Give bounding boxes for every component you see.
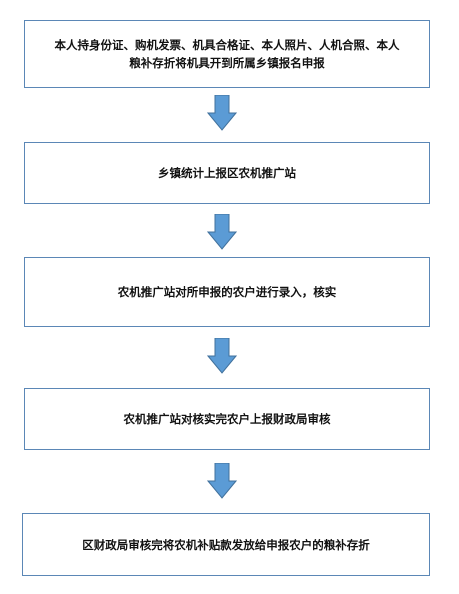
down-arrow-icon <box>207 95 237 131</box>
step-1-text: 本人持身份证、购机发票、机具合格证、本人照片、人机合照、本人 粮补存折将机具开到… <box>55 36 400 72</box>
step-3-text: 农机推广站对所申报的农户进行录入，核实 <box>117 285 337 299</box>
step-4-text: 农机推广站对核实完农户上报财政局审核 <box>123 412 331 426</box>
step-5-box: 区财政局审核完将农机补贴款发放给申报农户的粮补存折 <box>22 513 430 576</box>
step-5-text: 区财政局审核完将农机补贴款发放给申报农户的粮补存折 <box>82 537 370 552</box>
step-1-box: 本人持身份证、购机发票、机具合格证、本人照片、人机合照、本人 粮补存折将机具开到… <box>24 20 430 88</box>
step-1-line-1: 本人持身份证、购机发票、机具合格证、本人照片、人机合照、本人 <box>54 38 400 52</box>
step-2-box: 乡镇统计上报区农机推广站 <box>24 142 430 204</box>
step-4-box: 农机推广站对核实完农户上报财政局审核 <box>24 388 430 450</box>
step-2-text: 乡镇统计上报区农机推广站 <box>158 166 296 180</box>
step-1-line-2: 粮补存折将机具开到所属乡镇报名申报 <box>129 56 325 70</box>
down-arrow-icon <box>207 338 237 374</box>
down-arrow-icon <box>207 214 237 250</box>
down-arrow-icon <box>207 463 237 499</box>
step-3-box: 农机推广站对所申报的农户进行录入，核实 <box>24 257 430 327</box>
